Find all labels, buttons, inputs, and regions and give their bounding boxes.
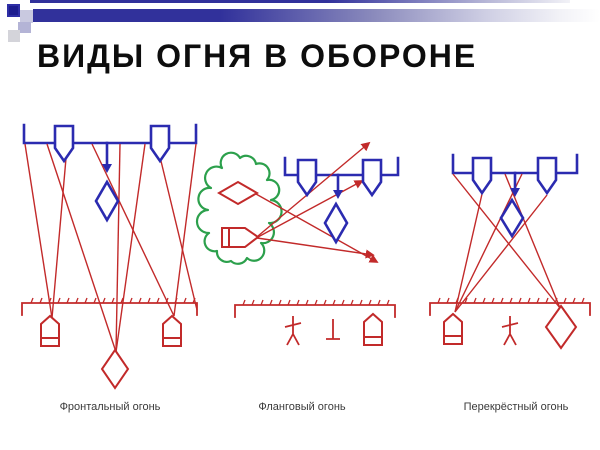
enemy-apc-icon <box>363 312 383 346</box>
fire-lines <box>24 143 198 353</box>
enemy-tank-icon <box>100 348 130 390</box>
frontal-fire-diagram <box>21 123 198 390</box>
enemy-apc-icon <box>443 312 463 345</box>
decor-square-lavender-icon <box>20 10 33 23</box>
page-title: ВИДЫ ОГНЯ В ОБОРОНЕ <box>37 38 478 74</box>
machinegun-position-icon <box>536 156 558 196</box>
caption-cross-fire: Перекрёстный огонь <box>463 401 569 413</box>
friendly-tank-icon <box>94 179 120 223</box>
down-arrow-icon <box>102 164 112 173</box>
trench-ticks <box>437 297 585 304</box>
header-thin-line <box>30 0 570 3</box>
enemy-apc-icon <box>40 314 60 347</box>
caption-frontal-fire: Фронтальный огонь <box>59 401 161 413</box>
fire-lines <box>452 173 561 313</box>
machinegun-position-icon <box>471 156 493 196</box>
cross-fire-diagram <box>429 153 591 350</box>
decor-square-gray-icon <box>8 30 20 42</box>
defense-line <box>451 153 579 175</box>
header-accent-bar <box>33 9 600 22</box>
defense-line <box>22 123 198 145</box>
machinegun-position-icon <box>53 124 75 164</box>
forest-cloud-icon <box>195 151 283 265</box>
trench-line <box>21 302 198 316</box>
enemy-mortar-icon <box>326 319 340 340</box>
down-arrow-icon <box>510 188 520 197</box>
enemy-apc-icon <box>162 314 182 347</box>
machinegun-position-icon <box>296 158 318 198</box>
friendly-tank-icon <box>323 201 349 245</box>
machinegun-position-icon <box>361 158 383 198</box>
enemy-infantry-icon <box>501 316 519 346</box>
trench-ticks <box>30 297 196 304</box>
trench-ticks <box>242 299 390 306</box>
defense-line <box>283 156 400 177</box>
friendly-tank-icon <box>499 197 525 239</box>
decor-square-navy-icon <box>7 4 20 17</box>
flanking-fire-diagram <box>195 141 400 346</box>
caption-flanking-fire: Фланговый огонь <box>258 401 346 413</box>
enemy-tank-in-forest-icon <box>217 180 259 206</box>
decor-square-blue-gray-icon <box>18 22 31 33</box>
down-arrow-icon <box>333 190 343 199</box>
enemy-bmp-in-forest-icon <box>221 227 260 248</box>
enemy-infantry-icon <box>284 316 302 346</box>
enemy-tank-icon <box>544 304 578 350</box>
machinegun-position-icon <box>149 124 171 164</box>
fire-lines <box>255 141 379 263</box>
